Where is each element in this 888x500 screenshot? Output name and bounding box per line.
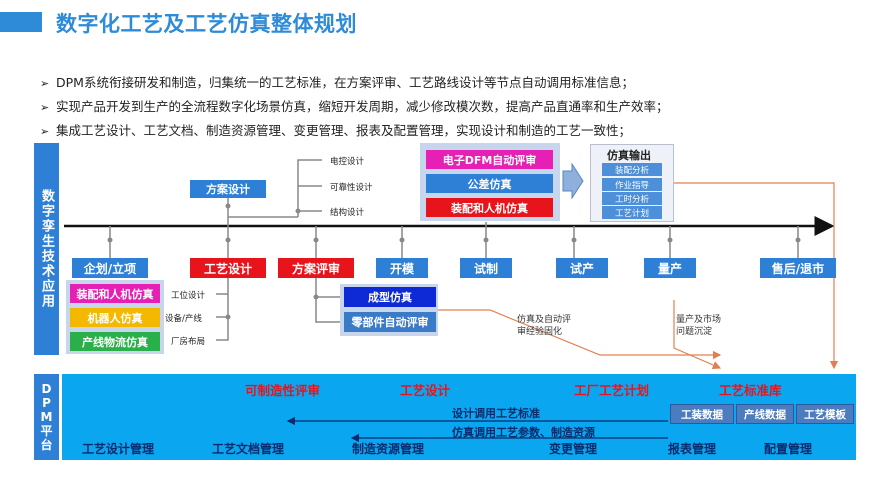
dpm-call-standard: 设计调用工艺标准 <box>452 407 540 420</box>
stage-planning: 企划/立项 <box>72 258 148 278</box>
sim-output-item-2: 作业指导 <box>602 178 662 191</box>
review-parts-auto: 零部件自动评审 <box>344 312 436 332</box>
process-sub-3: 厂房布局 <box>171 337 206 347</box>
tool-assembly-sim: 装配和人机仿真 <box>70 284 160 303</box>
review-connectors <box>315 276 340 323</box>
dpm-tag-tooling: 工装数据 <box>670 404 734 424</box>
review-molding-sim: 成型仿真 <box>344 287 436 307</box>
digital-twin-label: 数字孪生技术应用 <box>34 143 59 355</box>
dfm-box-1: 电子DFM自动评审 <box>426 150 553 169</box>
bullet-arrow-icon: ➢ <box>40 125 50 138</box>
block-arrow-icon <box>562 163 584 199</box>
bullet-3: ➢集成工艺设计、工艺文档、制造资源管理、变更管理、报表及配置管理，实现设计和制造… <box>40 123 632 138</box>
stage-process-design: 工艺设计 <box>190 258 266 278</box>
scheme-design-box: 方案设计 <box>190 180 266 198</box>
tool-robot-sim: 机器人仿真 <box>70 308 160 327</box>
module-change-mgmt: 变更管理 <box>549 442 598 456</box>
note-solidify: 仿真及自动评 审经验固化 <box>517 315 572 337</box>
dpm-standard-library: 工艺标准库 <box>719 383 782 398</box>
sim-output-item-3: 工时分析 <box>602 192 662 205</box>
sim-output-title: 仿真输出 <box>607 149 651 162</box>
sim-output-item-1: 装配分析 <box>602 163 662 176</box>
dpm-tag-template: 工艺模板 <box>796 404 854 424</box>
page-title: 数字化工艺及工艺仿真整体规划 <box>56 12 357 36</box>
module-resource-mgmt: 制造资源管理 <box>352 442 425 456</box>
module-report-mgmt: 报表管理 <box>668 442 717 456</box>
module-config-mgmt: 配置管理 <box>764 442 813 456</box>
dpm-factory-plan: 工厂工艺计划 <box>574 383 650 398</box>
note-mass-production: 量产及市场 问题沉淀 <box>676 315 722 337</box>
dpm-manufacturability-review: 可制造性评审 <box>245 383 321 398</box>
stage-dots <box>107 237 801 243</box>
module-process-design-mgmt: 工艺设计管理 <box>82 442 155 456</box>
bullet-2: ➢实现产品开发到生产的全流程数字化场景仿真，缩短开发周期，减少修改模次数，提高产… <box>40 99 669 114</box>
scheme-branch-1: 电控设计 <box>330 157 365 167</box>
bullet-arrow-icon: ➢ <box>40 77 50 90</box>
bullet-1: ➢DPM系统衔接研发和制造，归集统一的工艺标准，在方案评审、工艺路线设计等节点自… <box>40 75 634 90</box>
stage-pilot: 试产 <box>556 258 608 278</box>
stage-mold: 开模 <box>376 258 428 278</box>
title-accent-bar <box>0 12 42 32</box>
dfm-box-3: 装配和人机仿真 <box>426 198 553 217</box>
dpm-process-design: 工艺设计 <box>400 383 451 398</box>
stage-mass-production: 量产 <box>644 258 696 278</box>
scheme-connectors <box>227 159 322 226</box>
scheme-branch-3: 结构设计 <box>330 208 365 218</box>
stage-trial: 试制 <box>460 258 512 278</box>
process-sub-2: 设备/产线 <box>165 314 202 324</box>
orange-flow-lines <box>437 182 839 370</box>
bullet-arrow-icon: ➢ <box>40 101 50 114</box>
stage-after-sales: 售后/退市 <box>760 258 836 278</box>
sim-output-item-4: 工艺计划 <box>602 206 662 219</box>
dpm-platform-label: D P M 平 台 <box>34 374 59 460</box>
module-doc-mgmt: 工艺文档管理 <box>212 442 285 456</box>
dfm-box-2: 公差仿真 <box>426 174 553 193</box>
process-sub-1: 工位设计 <box>171 291 206 301</box>
tool-logistics-sim: 产线物流仿真 <box>70 332 160 351</box>
dpm-call-params: 仿真调用工艺参数、制造资源 <box>452 426 595 439</box>
dpm-tag-line: 产线数据 <box>736 404 794 424</box>
stage-scheme-review: 方案评审 <box>278 258 354 278</box>
scheme-branch-2: 可靠性设计 <box>330 183 373 193</box>
